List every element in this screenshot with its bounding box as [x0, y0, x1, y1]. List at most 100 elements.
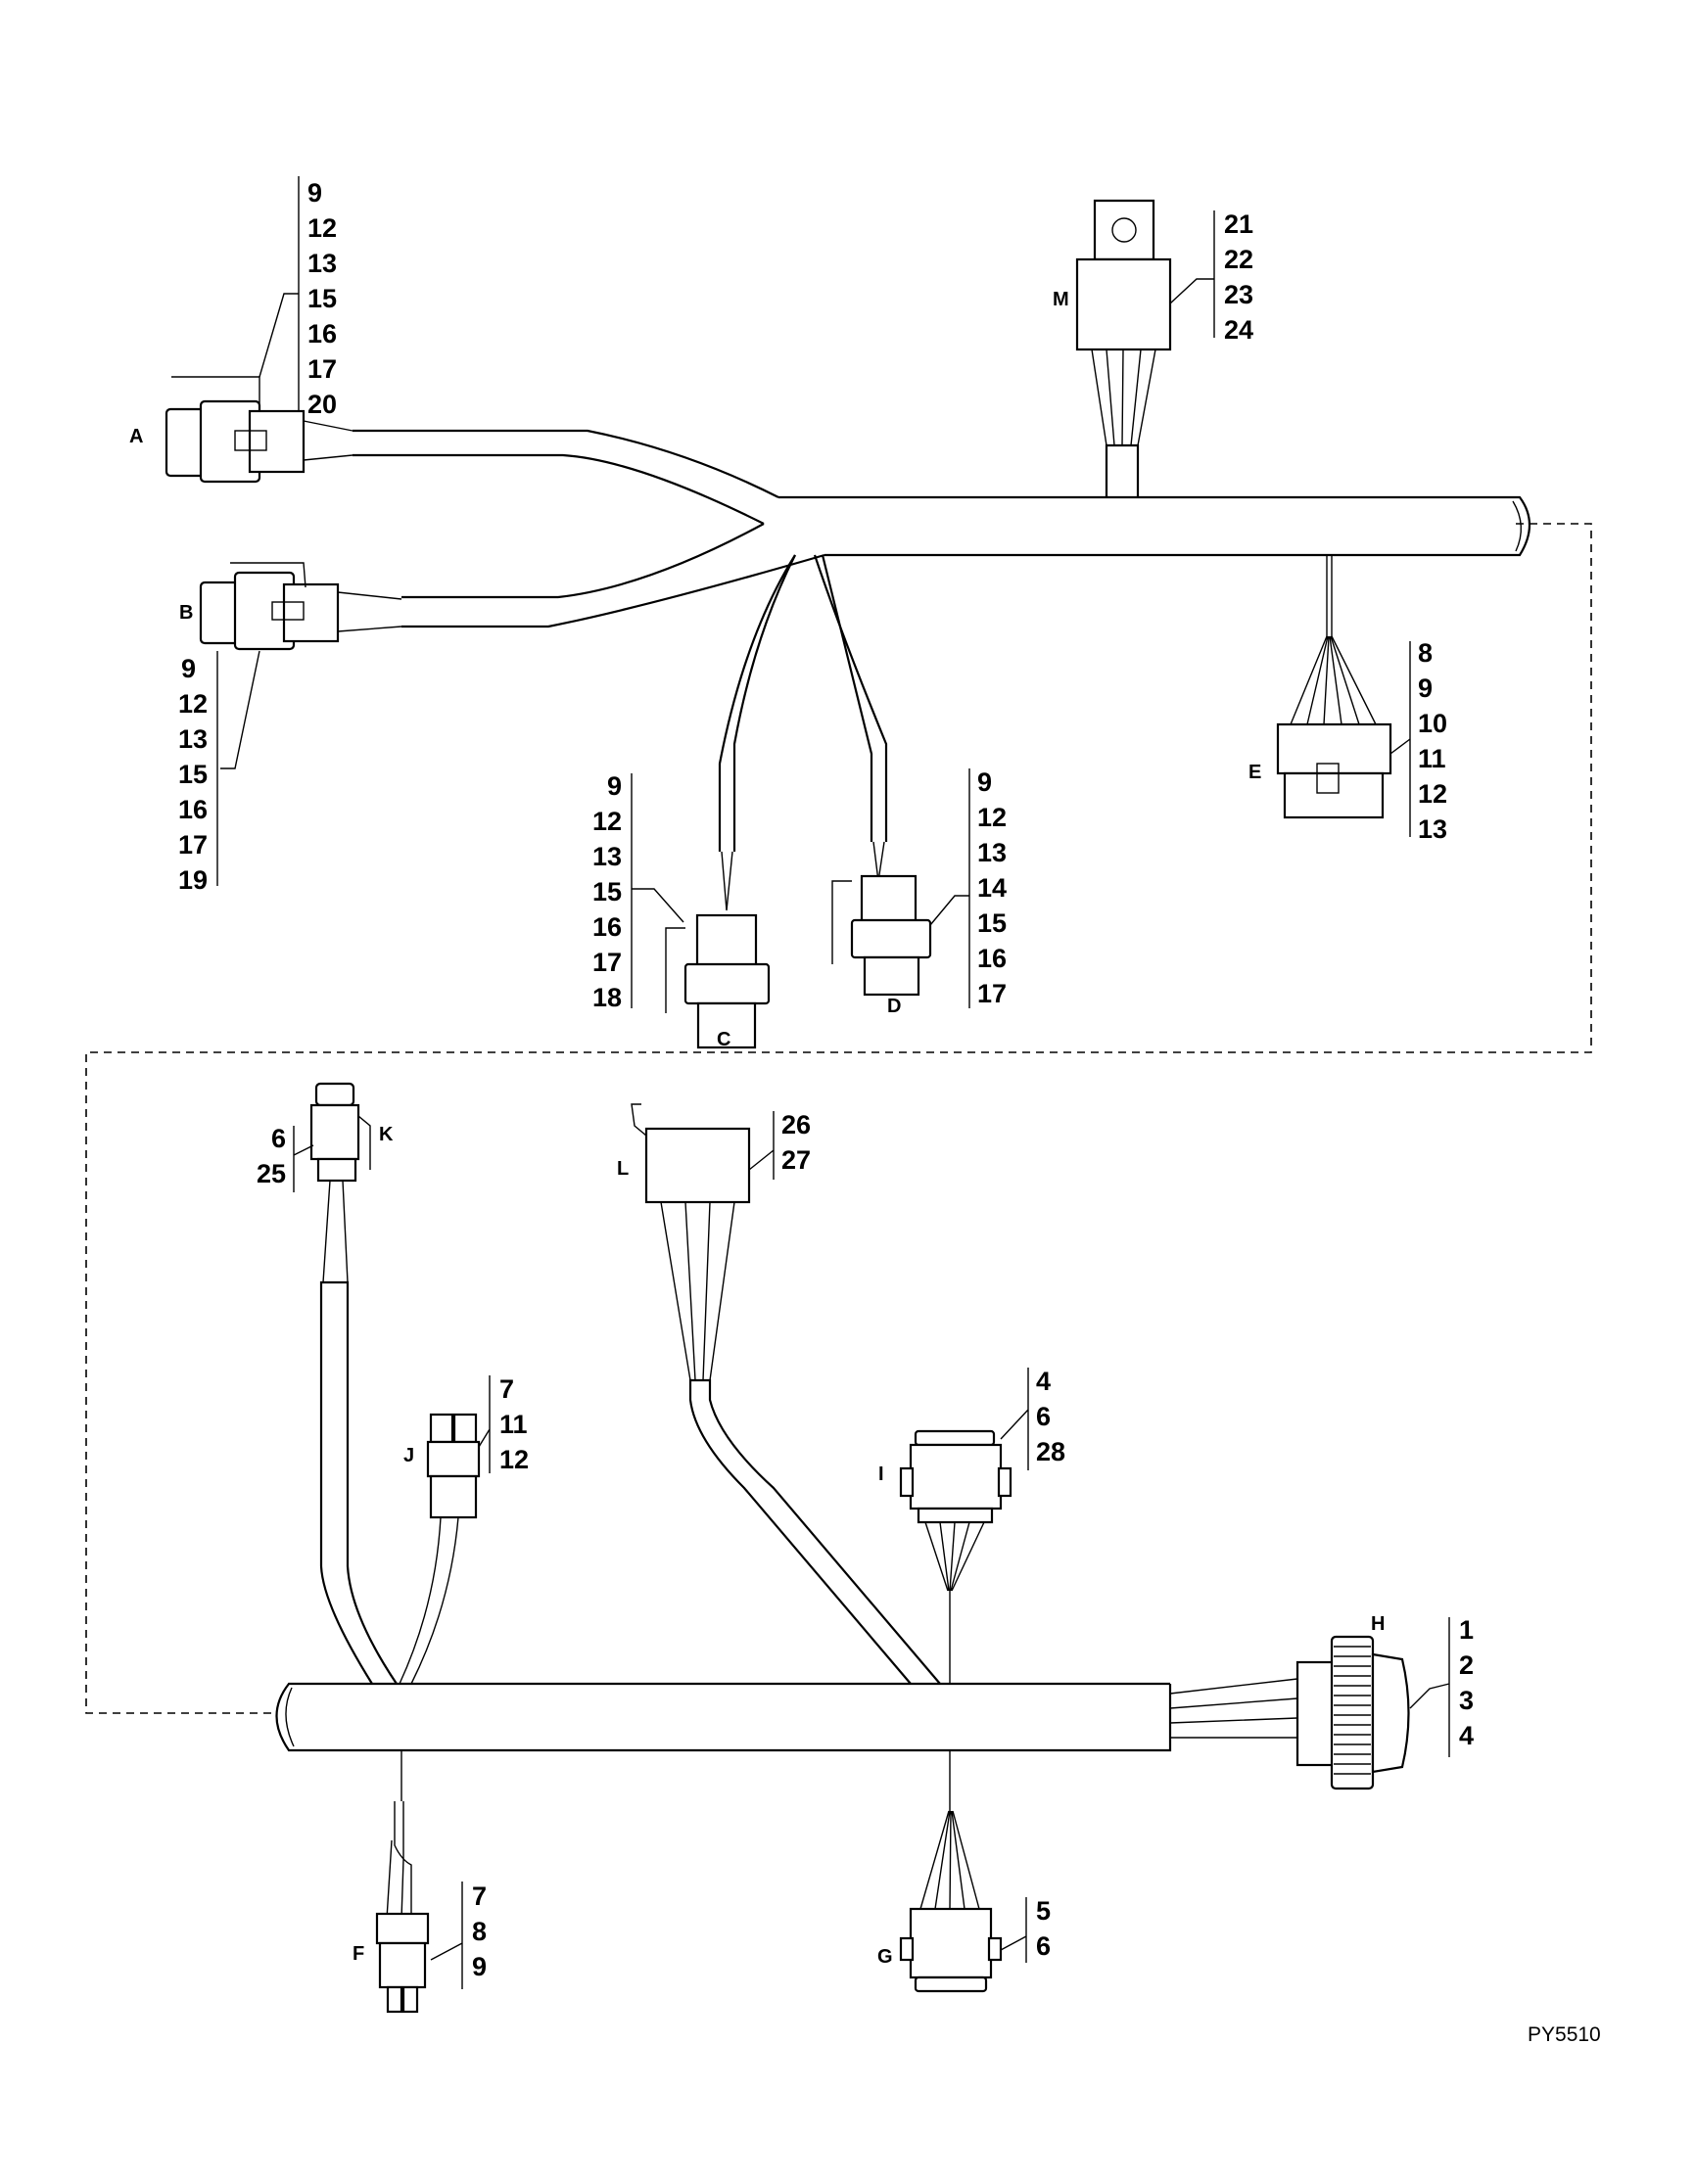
- connector-l: L: [617, 1103, 751, 1381]
- part-list-k: 6 25: [257, 1124, 286, 1188]
- part-number: 16: [592, 912, 622, 942]
- part-number: 8: [472, 1917, 487, 1946]
- part-list-i: 4 6 28: [1036, 1367, 1065, 1466]
- figure-reference: PY5510: [1528, 2023, 1601, 2046]
- part-number: 13: [1418, 814, 1447, 844]
- part-list-l: 26 27: [781, 1110, 811, 1175]
- part-number: 12: [178, 689, 208, 719]
- connector-k: K: [309, 1082, 394, 1283]
- connector-label-d: D: [887, 996, 901, 1017]
- part-number: 9: [977, 767, 992, 797]
- part-list-e: 8 9 10 11 12 13: [1418, 638, 1447, 844]
- part-number: 15: [977, 908, 1007, 938]
- part-number: 7: [499, 1374, 514, 1404]
- connector-h: H: [1295, 1613, 1410, 1790]
- connector-j: J: [403, 1413, 481, 1519]
- part-number: 9: [607, 771, 622, 801]
- connector-f: F: [353, 1801, 430, 2014]
- connector-b: B: [179, 562, 402, 769]
- part-number: 9: [181, 654, 196, 683]
- part-number: 22: [1224, 245, 1253, 274]
- connector-label-k: K: [379, 1124, 394, 1145]
- connector-label-m: M: [1053, 289, 1069, 310]
- part-number: 13: [977, 838, 1007, 867]
- part-number: 24: [1224, 315, 1253, 345]
- part-number: 13: [178, 724, 208, 754]
- part-number: 2: [1459, 1650, 1474, 1680]
- part-number: 23: [1224, 280, 1253, 309]
- part-number: 18: [592, 983, 622, 1012]
- part-number: 6: [1036, 1931, 1051, 1961]
- connector-e: E: [1248, 635, 1392, 819]
- connector-label-i: I: [878, 1464, 884, 1485]
- part-number: 15: [178, 760, 208, 789]
- part-number: 9: [472, 1952, 487, 1981]
- part-number: 12: [499, 1445, 529, 1474]
- part-number: 17: [178, 830, 208, 860]
- part-number: 27: [781, 1145, 811, 1175]
- part-number: 15: [307, 284, 337, 313]
- connector-i: I: [878, 1429, 1012, 1592]
- part-number: 21: [1224, 209, 1253, 239]
- part-list-b: 9 12 13 15 16 17 19: [178, 654, 208, 895]
- connector-label-c: C: [717, 1029, 730, 1050]
- part-number: 9: [1418, 674, 1433, 703]
- part-number: 11: [499, 1410, 528, 1439]
- connector-d: D: [831, 841, 932, 1017]
- part-number: 20: [307, 390, 337, 419]
- connector-label-j: J: [403, 1445, 414, 1466]
- part-number: 3: [1459, 1686, 1474, 1715]
- part-number: 17: [977, 979, 1007, 1008]
- connector-label-f: F: [353, 1943, 364, 1965]
- part-number: 16: [178, 795, 208, 824]
- connector-m: M: [1053, 199, 1172, 446]
- part-list-h: 1 2 3 4: [1459, 1615, 1474, 1750]
- connector-label-g: G: [877, 1946, 893, 1968]
- connector-a: A: [129, 293, 353, 484]
- connector-c: C: [665, 851, 771, 1050]
- part-number: 11: [1418, 744, 1446, 773]
- part-number: 4: [1036, 1367, 1051, 1396]
- part-list-g: 5 6: [1036, 1896, 1051, 1961]
- lower-harness: [275, 1280, 1298, 1811]
- part-number: 1: [1459, 1615, 1474, 1645]
- part-number: 8: [1418, 638, 1433, 668]
- part-number: 16: [307, 319, 337, 349]
- part-list-j: 7 11 12: [499, 1374, 529, 1474]
- part-number: 16: [977, 944, 1007, 973]
- part-list-f: 7 8 9: [472, 1882, 487, 1981]
- part-number: 13: [307, 249, 337, 278]
- part-list-d: 9 12 13 14 15 16 17: [977, 767, 1007, 1008]
- connector-label-h: H: [1371, 1613, 1385, 1635]
- connector-label-e: E: [1248, 762, 1261, 783]
- part-number: 17: [592, 948, 622, 977]
- part-number: 6: [1036, 1402, 1051, 1431]
- part-list-m: 21 22 23 24: [1224, 209, 1253, 345]
- connector-g: G: [877, 1810, 1003, 1993]
- part-number: 7: [472, 1882, 487, 1911]
- part-number: 12: [592, 807, 622, 836]
- part-list-a: 9 12 13 15 16 17 20: [307, 178, 337, 419]
- part-number: 14: [977, 873, 1007, 903]
- connector-label-a: A: [129, 426, 143, 447]
- part-number: 12: [977, 803, 1007, 832]
- part-number: 12: [1418, 779, 1447, 809]
- part-number: 6: [271, 1124, 286, 1153]
- part-number: 28: [1036, 1437, 1065, 1466]
- part-number: 25: [257, 1159, 286, 1188]
- part-number: 12: [307, 213, 337, 243]
- part-number: 4: [1459, 1721, 1474, 1750]
- part-number: 9: [307, 178, 322, 208]
- part-number: 26: [781, 1110, 811, 1139]
- part-number: 19: [178, 865, 208, 895]
- part-number: 13: [592, 842, 622, 871]
- connector-label-b: B: [179, 602, 193, 624]
- part-number: 17: [307, 354, 337, 384]
- upper-harness: [85, 429, 1592, 1714]
- part-number: 5: [1036, 1896, 1051, 1926]
- connector-label-l: L: [617, 1158, 629, 1180]
- part-list-c: 9 12 13 15 16 17 18: [592, 771, 622, 1012]
- part-number: 10: [1418, 709, 1447, 738]
- part-number: 15: [592, 877, 622, 906]
